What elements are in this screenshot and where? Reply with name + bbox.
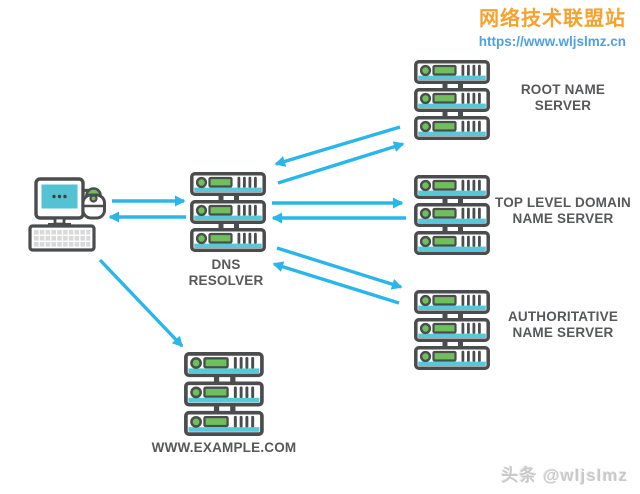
tld-label-line2: NAME SERVER — [512, 211, 614, 226]
root-name-server-icon — [416, 62, 488, 138]
example-server-label: WWW.EXAMPLE.COM — [151, 440, 297, 455]
arrow-resolver-to-authoritative — [276, 246, 403, 290]
arrow-root-to-resolver — [274, 125, 401, 167]
arrow-layer — [98, 125, 406, 348]
dns-resolver-label: DNS RESOLVER — [156, 257, 296, 289]
site-header: 网络技术联盟站 https://www.wljslmz.cn — [479, 6, 626, 51]
example-server-icon — [186, 354, 262, 434]
arrow-authoritative-to-resolver — [272, 261, 400, 305]
root-label-line2: SERVER — [534, 98, 592, 113]
auth-label-line1: AUTHORITATIVE — [507, 309, 619, 324]
dns-resolver-label-line1: DNS — [211, 257, 241, 272]
toutiao-watermark: 头条 @wljslmz — [501, 466, 628, 485]
root-name-server-label: ROOT NAME SERVER — [493, 82, 633, 114]
site-url: https://www.wljslmz.cn — [478, 34, 626, 49]
tld-name-server-icon — [416, 177, 488, 253]
root-label-line1: ROOT NAME — [520, 82, 606, 97]
auth-label-line2: NAME SERVER — [512, 325, 614, 340]
dns-resolver-label-line2: RESOLVER — [188, 273, 264, 288]
tld-name-server-label: TOP LEVEL DOMAIN NAME SERVER — [483, 195, 640, 227]
site-title: 网络技术联盟站 — [479, 8, 626, 30]
dns-resolver-server-icon — [192, 174, 264, 250]
authoritative-name-server-label: AUTHORITATIVE NAME SERVER — [488, 309, 638, 341]
authoritative-name-server-icon — [416, 292, 488, 368]
tld-label-line1: TOP LEVEL DOMAIN — [495, 195, 631, 210]
arrow-client-to-example — [98, 258, 184, 348]
client-computer-icon — [28, 177, 107, 252]
arrow-resolver-to-root — [277, 141, 405, 185]
